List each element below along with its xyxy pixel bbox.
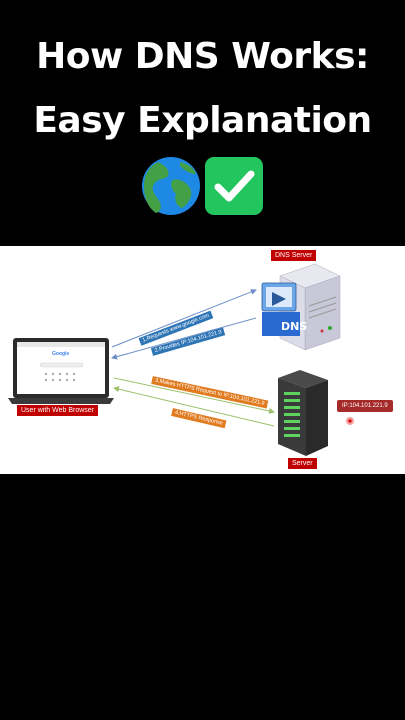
globe-icon	[142, 157, 200, 215]
title-line-2: Easy Explanation	[33, 100, 372, 141]
dns-server-label: DNS Server	[271, 250, 317, 261]
laptop-icon	[8, 338, 114, 404]
title-line-1: How DNS Works:	[36, 36, 369, 77]
dns-box-text: DNS	[281, 320, 307, 333]
arrow-1	[111, 289, 257, 348]
arrow-3	[113, 377, 275, 414]
dns-server-icon	[261, 263, 341, 351]
arrow-4	[113, 386, 275, 427]
web-server-icon	[278, 370, 328, 456]
dns-diagram: DNS DNS Server User with Web Browser	[0, 246, 405, 474]
google-logo: Google	[52, 351, 70, 357]
check-mark-icon	[205, 157, 263, 215]
server-label: Server	[288, 458, 317, 469]
emoji-row	[0, 156, 405, 216]
client-label: User with Web Browser	[17, 405, 99, 416]
server-ip-box: IP:104.101.221.9	[337, 400, 393, 412]
